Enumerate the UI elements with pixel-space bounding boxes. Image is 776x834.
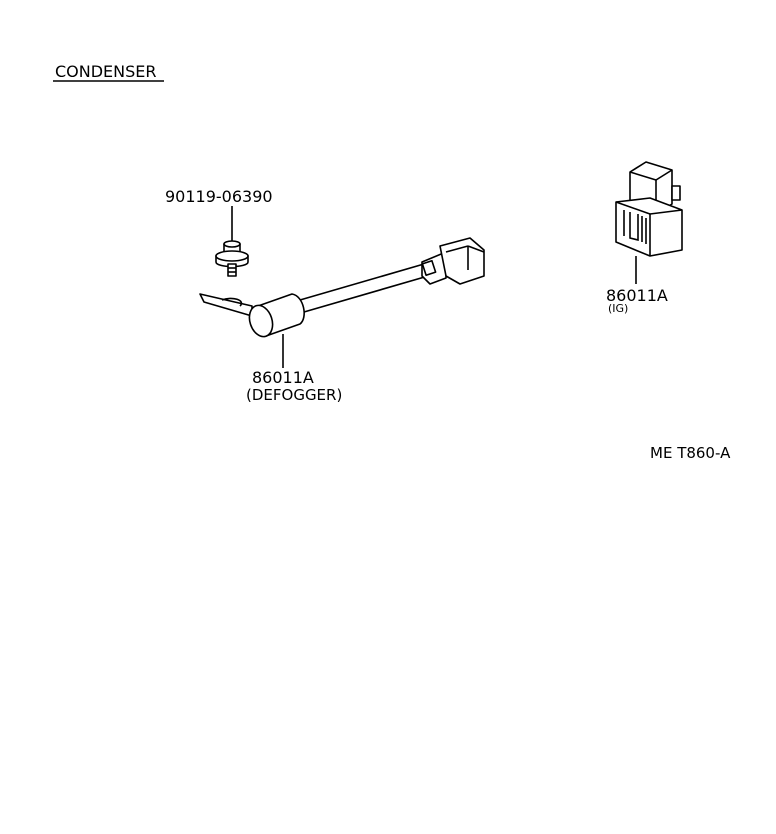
defogger-note: (DEFOGGER) xyxy=(246,386,342,404)
defogger-part-number: 86011A xyxy=(252,368,314,387)
figure-code: ME T860-A xyxy=(650,444,731,462)
ig-part-number: 86011A xyxy=(606,286,668,305)
page-title: CONDENSER xyxy=(55,62,157,81)
defogger-condenser-illustration xyxy=(199,237,485,338)
ig-condenser-illustration xyxy=(615,161,683,257)
ig-note: (IG) xyxy=(608,302,628,315)
bolt-part-number: 90119-06390 xyxy=(165,187,273,206)
bolt-illustration xyxy=(215,240,249,277)
